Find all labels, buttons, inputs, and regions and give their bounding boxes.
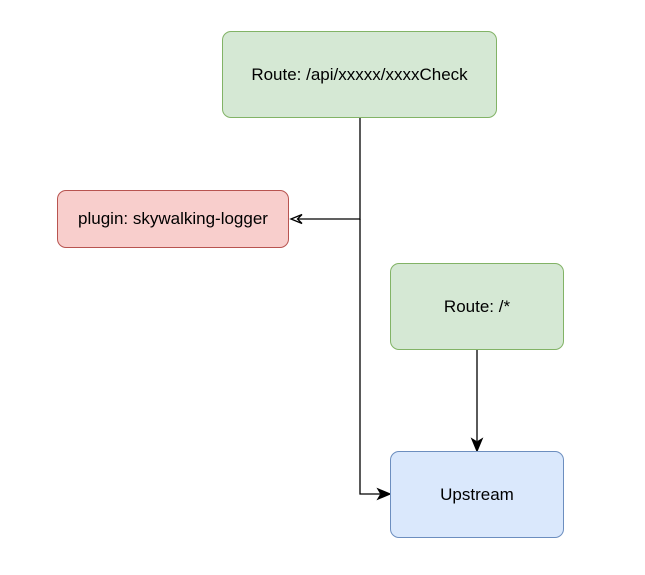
filled-arrowhead xyxy=(376,487,392,501)
route-all-node: Route: /* xyxy=(390,263,564,350)
open-arrowhead xyxy=(289,213,303,225)
route-all-label: Route: /* xyxy=(443,296,511,316)
edge-route-check-to-plugin xyxy=(289,118,361,225)
filled-arrowhead xyxy=(470,437,484,453)
edge-route-check-to-upstream xyxy=(359,219,392,501)
route-check-node: Route: /api/xxxxx/xxxxCheck xyxy=(222,31,497,118)
upstream-node: Upstream xyxy=(390,451,564,538)
plugin-label: plugin: skywalking-logger xyxy=(78,209,268,228)
plugin-node: plugin: skywalking-logger xyxy=(57,190,289,248)
route-check-label: Route: /api/xxxxx/xxxxCheck xyxy=(251,64,468,84)
edge-route-all-to-upstream xyxy=(470,350,484,453)
upstream-label: Upstream xyxy=(440,484,514,504)
